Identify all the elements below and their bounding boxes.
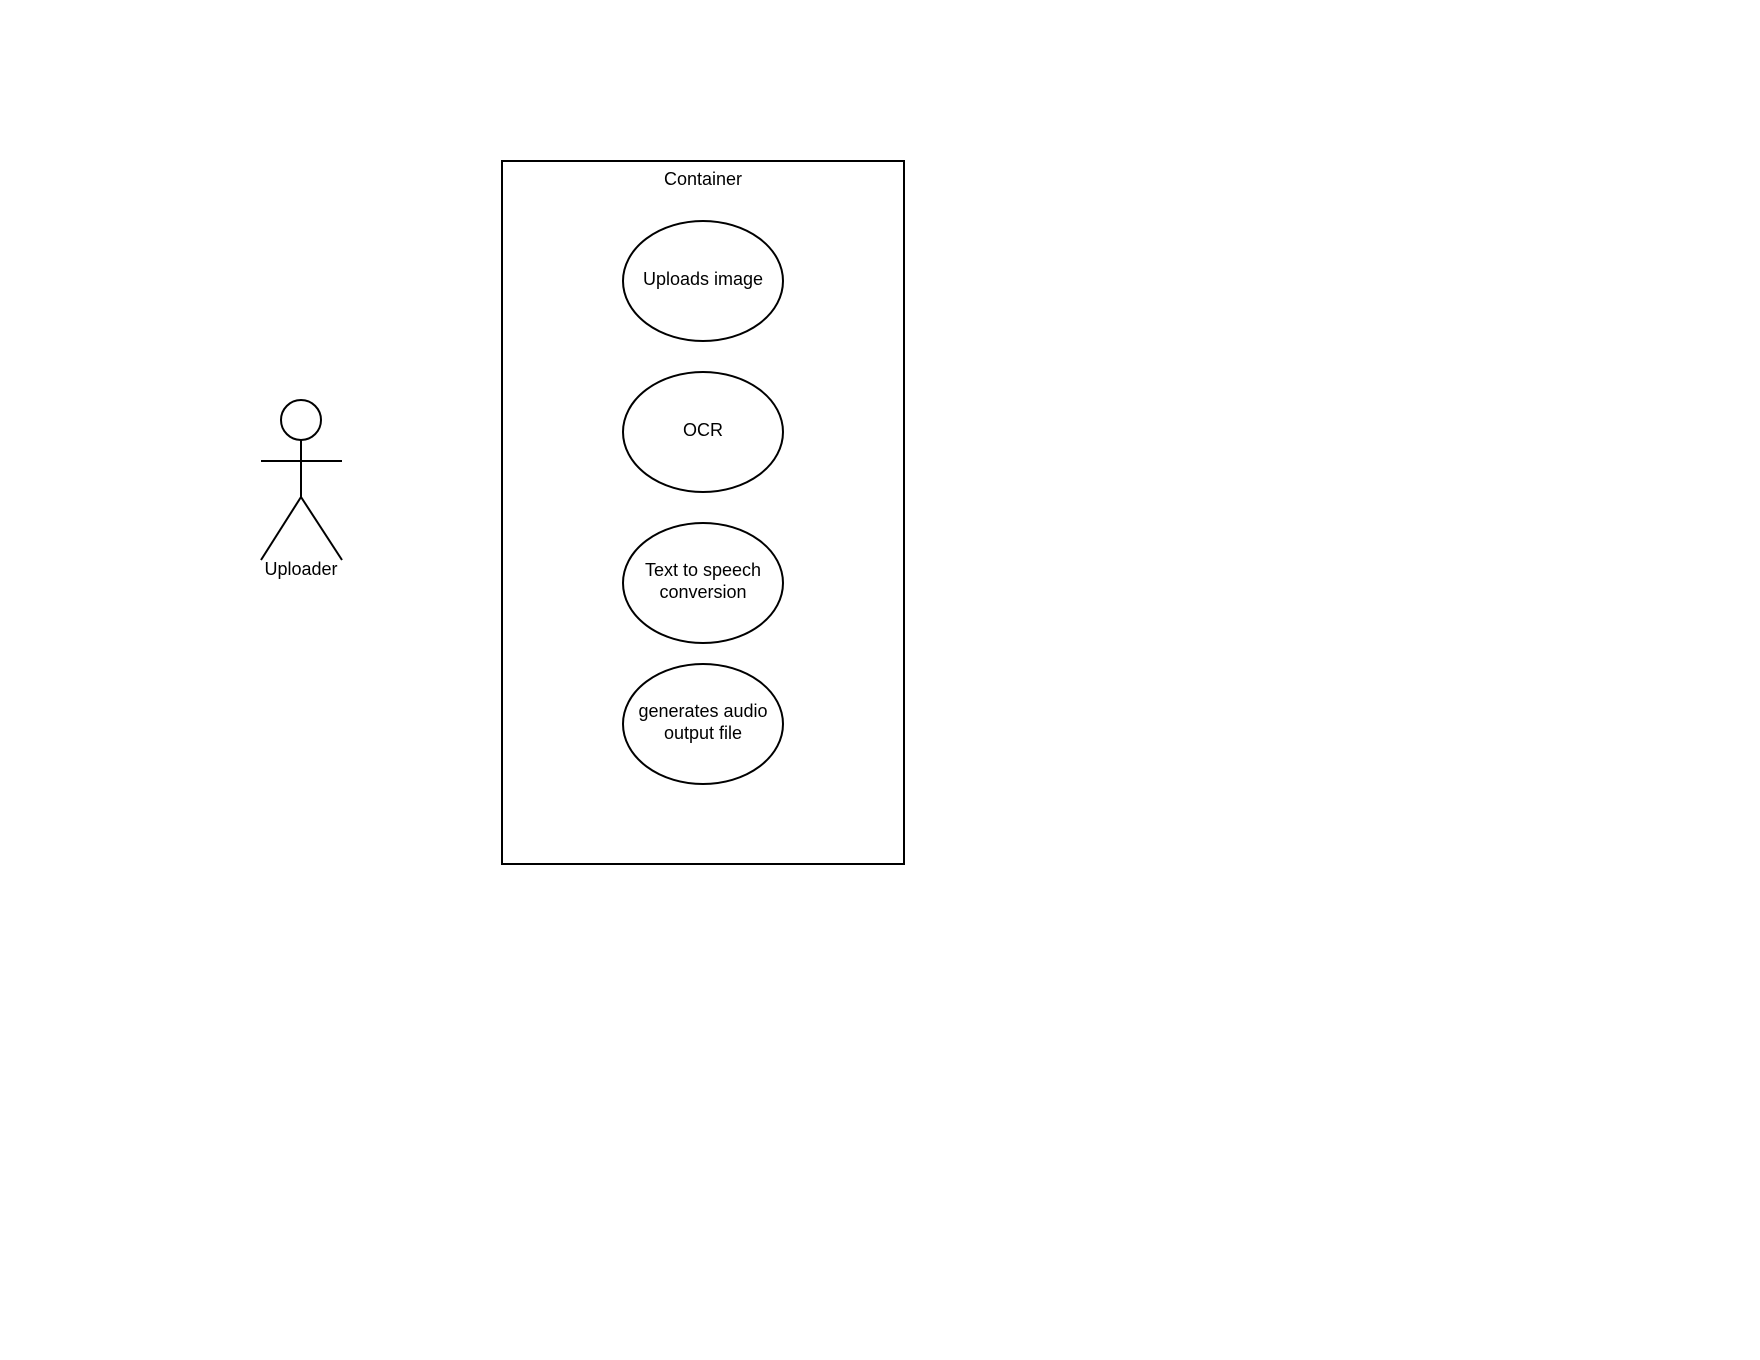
actor-head bbox=[280, 399, 322, 441]
actor-right-leg bbox=[300, 496, 343, 561]
use-case-label-line-2: conversion bbox=[659, 582, 746, 602]
use-case-text-to-speech[interactable]: Text to speech conversion bbox=[622, 522, 784, 644]
use-case-ocr[interactable]: OCR bbox=[622, 371, 784, 493]
use-case-ellipse bbox=[622, 663, 784, 785]
use-case-uploads-image[interactable]: Uploads image bbox=[622, 220, 784, 342]
use-case-ellipse bbox=[622, 220, 784, 342]
use-case-label-line-2: output file bbox=[664, 723, 742, 743]
system-boundary-label: Container bbox=[664, 169, 742, 189]
use-case-label: Uploads image bbox=[643, 269, 763, 289]
use-case-label-line-1: generates audio bbox=[638, 701, 767, 721]
use-case-ellipse bbox=[622, 522, 784, 644]
use-case-generates-audio[interactable]: generates audio output file bbox=[622, 663, 784, 785]
actor-left-leg bbox=[260, 496, 302, 561]
system-boundary[interactable] bbox=[501, 160, 905, 865]
actor-uploader[interactable] bbox=[260, 399, 343, 561]
actor-label: Uploader bbox=[264, 559, 337, 579]
use-case-label-line-1: Text to speech bbox=[645, 560, 761, 580]
use-case-ellipse bbox=[622, 371, 784, 493]
use-case-label: OCR bbox=[683, 420, 723, 440]
